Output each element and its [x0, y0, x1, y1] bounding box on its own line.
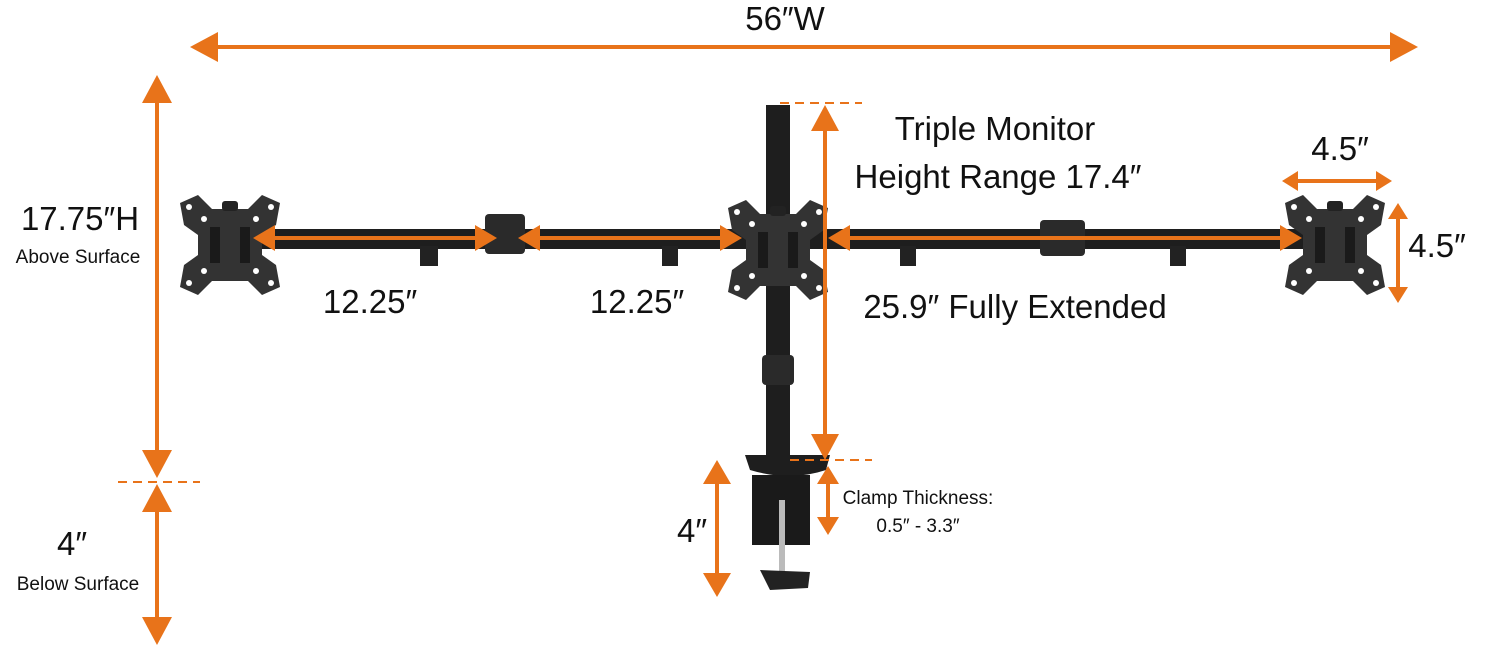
depth-below-arrow-head — [142, 484, 172, 512]
width-arrow-head — [190, 32, 218, 62]
arm-extended-arrow-head — [828, 225, 850, 251]
vesa-height-label: 4.5″ — [1408, 227, 1466, 264]
height-range-line2: Height Range 17.4″ — [855, 158, 1142, 195]
depth-below-arrow-head — [142, 617, 172, 645]
above-surface-label: Above Surface — [16, 247, 141, 268]
cable-clip — [420, 246, 438, 266]
width-arrow-head — [1390, 32, 1418, 62]
below-surface-label: Below Surface — [17, 574, 140, 595]
cable-clip — [662, 246, 678, 266]
arm-extended-arrow-head — [1280, 225, 1302, 251]
height-range-arrow-head — [811, 105, 839, 131]
clamp-screw — [779, 500, 785, 572]
vesa-width-label: 4.5″ — [1311, 130, 1369, 167]
height-above-arrow-head — [142, 75, 172, 103]
arm-segment-2-arrow-head — [518, 225, 540, 251]
arm-segment-2-label: 12.25″ — [590, 283, 685, 320]
height-range-arrow-head — [811, 434, 839, 460]
width-label: 56″W — [745, 0, 825, 37]
arm-segment-1-arrow-head — [475, 225, 497, 251]
arm-extended-label: 25.9″ Fully Extended — [863, 288, 1166, 325]
clamp-thickness-arrow-head — [817, 466, 839, 484]
height-above-arrow-head — [142, 450, 172, 478]
vesa-plate-center — [728, 200, 828, 300]
clamp-depth-arrow-head — [703, 573, 731, 597]
clamp-thickness-line2: 0.5″ - 3.3″ — [876, 516, 959, 537]
arm-segment-2-arrow-head — [720, 225, 742, 251]
height-above-label: 17.75″H — [21, 200, 139, 237]
vesa-width-arrow-head — [1282, 171, 1298, 191]
clamp-thickness-arrow-head — [817, 517, 839, 535]
vesa-height-arrow-head — [1388, 287, 1408, 303]
arm-segment-1-label: 12.25″ — [323, 283, 418, 320]
cable-clip — [1170, 246, 1186, 266]
desk-base-plate — [745, 455, 830, 476]
clamp-depth-arrow-head — [703, 460, 731, 484]
cable-clip — [900, 246, 916, 266]
height-range-line1: Triple Monitor — [895, 110, 1096, 147]
clamp-knob — [760, 570, 810, 590]
arm-segment-1-arrow-head — [253, 225, 275, 251]
vesa-width-arrow-head — [1376, 171, 1392, 191]
arm-joint — [485, 214, 525, 254]
clamp-depth-label: 4″ — [677, 512, 707, 549]
depth-below-label: 4″ — [57, 525, 87, 562]
clamp-thickness-line1: Clamp Thickness: — [843, 488, 994, 509]
dimension-arrows — [118, 32, 1418, 645]
vesa-height-arrow-head — [1388, 203, 1408, 219]
monitor-mount — [180, 105, 1385, 590]
pole-collar — [762, 355, 794, 385]
